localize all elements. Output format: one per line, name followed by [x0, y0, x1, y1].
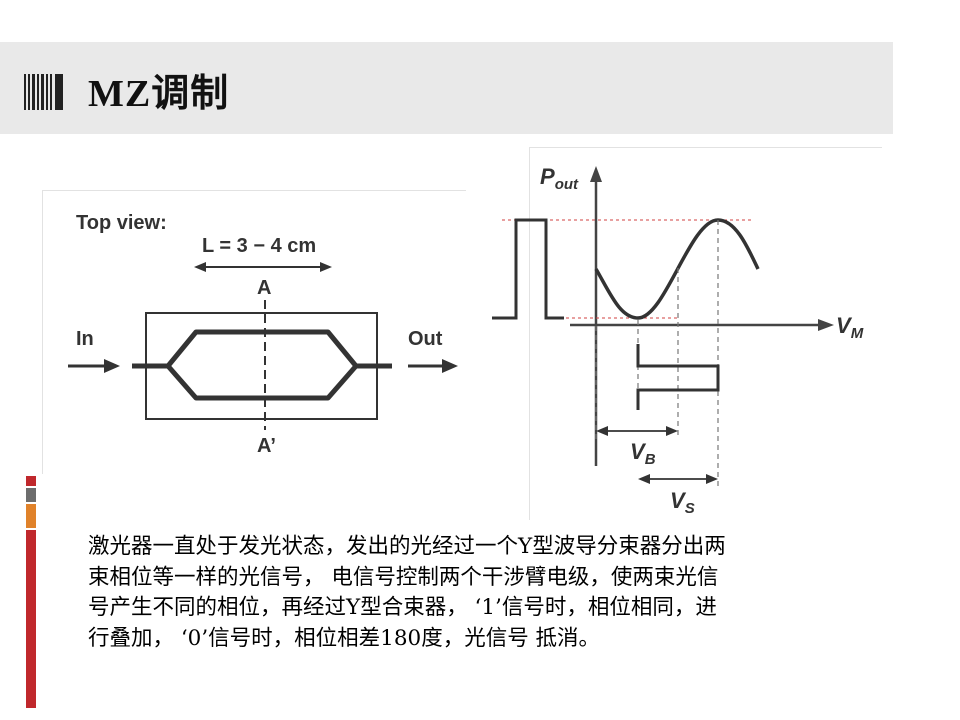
modulator-chip: [145, 312, 378, 420]
vb-label: VB: [630, 439, 656, 468]
out-label: Out: [408, 328, 443, 350]
in-label: In: [76, 328, 94, 350]
slide-title: MZ调制: [88, 73, 230, 115]
left-accent-strip: [26, 476, 36, 708]
transfer-curve: [594, 218, 760, 320]
length-label: L = 3 − 4 cm: [202, 235, 316, 257]
x-axis-label: VM: [836, 313, 864, 342]
right-figure-frame: [529, 147, 882, 520]
title-bars-icon: [24, 74, 63, 110]
cut-top-label: A: [257, 277, 271, 299]
description-line: 号产生不同的相位，再经过Y型合束器， ‘1’信号时，相位相同，进: [88, 595, 717, 620]
y-axis-label: Pout: [540, 164, 579, 193]
left-figure-frame: [42, 190, 466, 474]
title-band: [0, 42, 893, 134]
description-paragraph: 激光器一直处于发光状态，发出的光经过一个Y型波导分束器分出两 束相位等一样的光信…: [88, 532, 898, 654]
description-line: 束相位等一样的光信号， 电信号控制两个干涉臂电级，使两束光信: [88, 564, 719, 590]
optical-output-pulse: [492, 218, 564, 320]
mz-transfer-curve-diagram: Pout VM VB VS: [492, 164, 864, 517]
top-view-label: Top view:: [76, 212, 167, 234]
electrical-drive-signal: [636, 344, 720, 410]
description-line: 行叠加， ‘0’信号时，相位相差180度，光信号 抵消。: [88, 625, 601, 651]
vs-label: VS: [670, 488, 695, 517]
mz-waveguide: [132, 329, 392, 369]
description-line: 激光器一直处于发光状态，发出的光经过一个Y型波导分束器分出两: [88, 534, 726, 559]
cut-bottom-label: A’: [257, 435, 276, 457]
mz-top-view-diagram: Top view: L = 3 − 4 cm A A’ In Out: [68, 212, 458, 457]
